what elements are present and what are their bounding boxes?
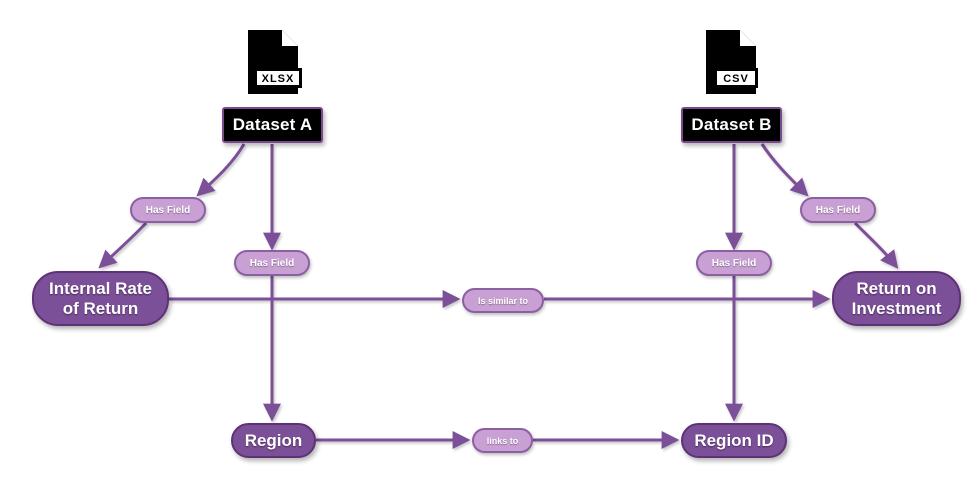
has-field-b-region-id-text: Has Field xyxy=(711,257,757,269)
edge-label-has-field-a-irr[interactable]: Has Field xyxy=(130,197,206,223)
dataset-node-dataset-b[interactable]: Dataset B xyxy=(681,107,782,143)
dataset-b-label: Dataset B xyxy=(691,115,772,134)
has-field-b-roi-text: Has Field xyxy=(815,204,861,216)
has-field-a-region-text: Has Field xyxy=(249,257,295,269)
dataset-a-label: Dataset A xyxy=(232,115,313,134)
entity-node-internal-rate-of-return[interactable]: Internal Rate of Return xyxy=(32,271,169,326)
xlsx-file-icon: XLSX xyxy=(246,28,302,96)
links-to-text: links to xyxy=(486,435,519,446)
return-on-investment-label: Return on Investment xyxy=(851,279,942,318)
edge-label-links-to[interactable]: links to xyxy=(472,428,533,453)
edge-label-is-similar-to[interactable]: Is similar to xyxy=(462,288,544,313)
is-similar-to-text: Is similar to xyxy=(477,295,529,306)
edge-label-has-field-b-region-id[interactable]: Has Field xyxy=(696,250,772,276)
edge-has-field-to-internal-rate-of-return xyxy=(98,221,148,269)
edge-dataset-a-to-has-field-irr xyxy=(196,143,246,197)
entity-node-region[interactable]: Region xyxy=(231,423,316,458)
dataset-node-dataset-a[interactable]: Dataset A xyxy=(222,107,323,143)
internal-rate-of-return-label: Internal Rate of Return xyxy=(49,279,152,318)
region-id-label: Region ID xyxy=(694,430,774,450)
edge-label-has-field-a-region[interactable]: Has Field xyxy=(234,250,310,276)
edge-label-has-field-b-roi[interactable]: Has Field xyxy=(800,197,876,223)
xlsx-format-text: XLSX xyxy=(262,73,295,85)
entity-node-region-id[interactable]: Region ID xyxy=(681,423,787,458)
csv-file-icon: CSV xyxy=(704,28,760,96)
edge-dataset-b-to-has-field-roi xyxy=(760,143,809,197)
region-label: Region xyxy=(244,430,303,450)
csv-format-text: CSV xyxy=(723,73,749,85)
has-field-a-irr-text: Has Field xyxy=(145,204,191,216)
edge-has-field-to-return-on-investment xyxy=(853,221,899,269)
entity-node-return-on-investment[interactable]: Return on Investment xyxy=(832,271,961,326)
